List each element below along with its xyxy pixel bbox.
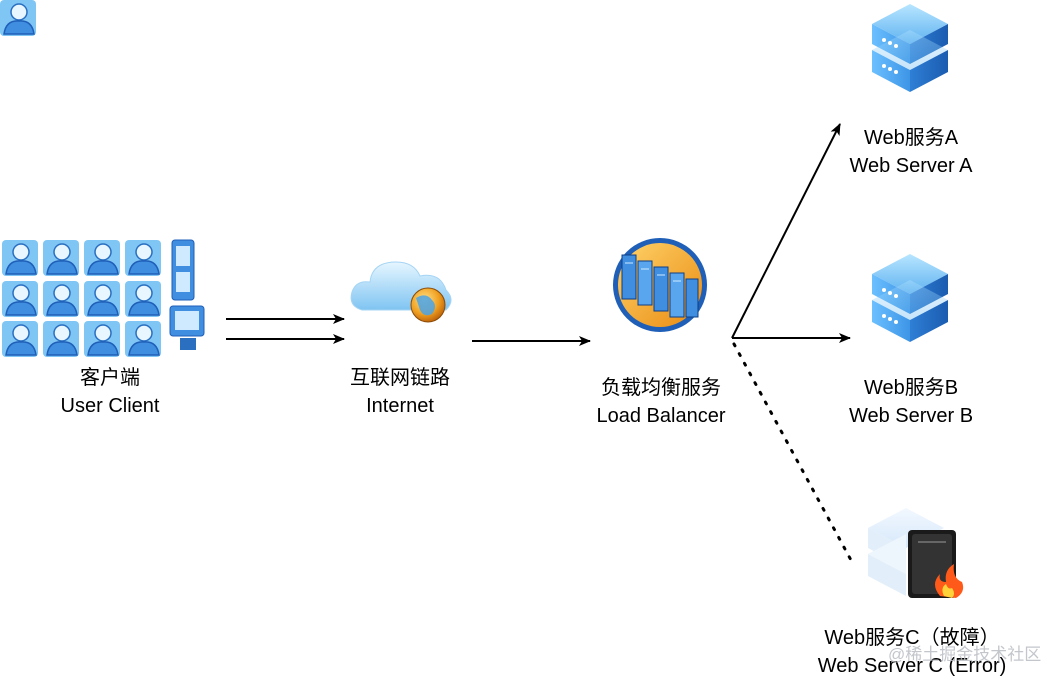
edges — [226, 123, 854, 564]
server-b-label-line1: Web服务B — [863, 377, 959, 399]
edge-lb-server-c — [732, 342, 854, 564]
server-b-label-line2: Web Server B — [848, 405, 974, 427]
load-balancer-icon — [613, 238, 707, 332]
lb-label: 负载均衡服务 Load Balancer — [576, 374, 746, 430]
client-label-line2: User Client — [60, 395, 160, 417]
server-b-icon — [872, 254, 948, 342]
client-label-line1: 客户端 — [80, 367, 140, 389]
server-a-label-line1: Web服务A — [863, 127, 959, 149]
cloud-globe-icon — [350, 261, 452, 323]
lb-label-line2: Load Balancer — [596, 405, 726, 427]
server-b-label: Web服务B Web Server B — [826, 374, 996, 430]
server-a-label: Web服务A Web Server A — [826, 124, 996, 180]
lb-label-line1: 负载均衡服务 — [601, 377, 721, 399]
server-error-icon — [868, 508, 964, 598]
internet-label-line2: Internet — [366, 395, 434, 417]
server-c-label-line2: Web Server C (Error) — [817, 655, 1007, 677]
server-a-icon — [872, 4, 948, 92]
server-c-label-line1: Web服务C（故障） — [824, 627, 1000, 649]
client-label: 客户端 User Client — [40, 364, 180, 420]
server-c-label: Web服务C（故障） Web Server C (Error) — [788, 624, 1036, 680]
internet-label-line1: 互联网链路 — [350, 367, 450, 389]
edge-lb-server-a — [731, 123, 841, 339]
server-a-label-line2: Web Server A — [849, 155, 973, 177]
internet-label: 互联网链路 Internet — [330, 364, 470, 420]
user-group-icon — [0, 0, 205, 358]
watermark: @稀土掘金技术社区 — [888, 645, 1042, 664]
